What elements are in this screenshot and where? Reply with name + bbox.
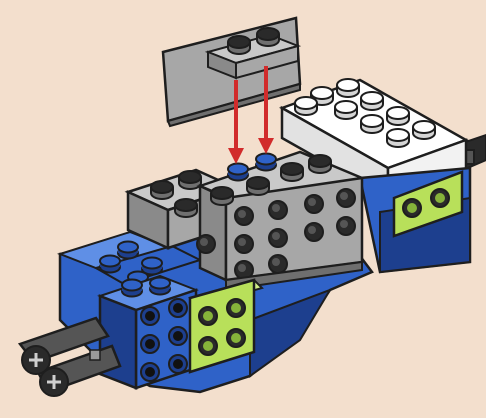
technic-beam-front <box>20 318 120 396</box>
gray-technic-brick <box>197 152 362 290</box>
gray-plate-part <box>163 18 300 126</box>
